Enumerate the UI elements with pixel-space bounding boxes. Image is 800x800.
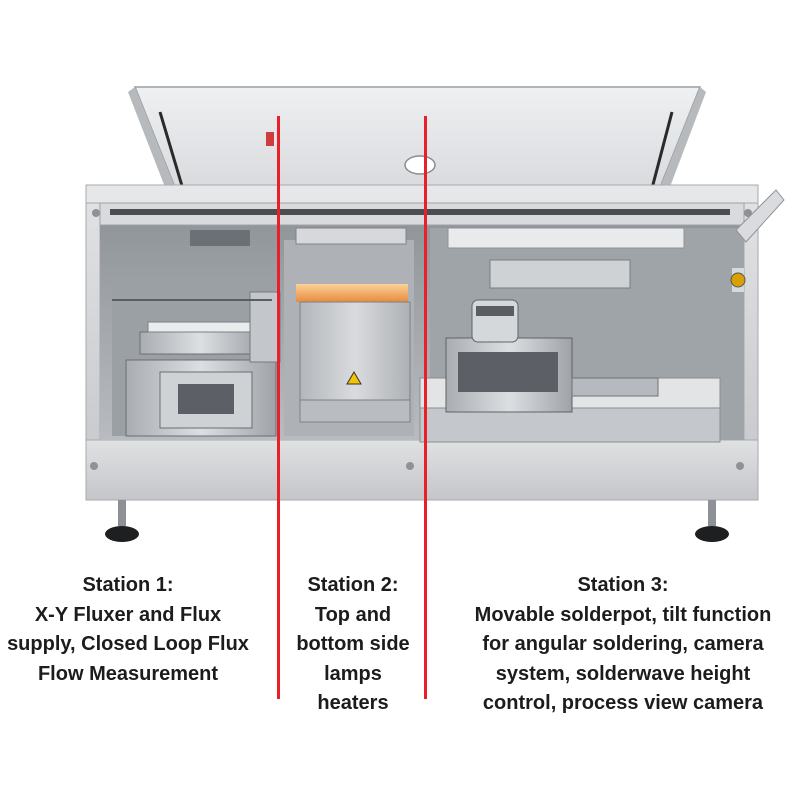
station-3-solderpot: [419, 189, 785, 443]
station-1-title: Station 1:: [82, 574, 174, 596]
station-3-line-3: system, solderwave height: [495, 662, 751, 685]
emergency-stop-button-icon: [730, 272, 746, 288]
station-divider-2: [424, 116, 427, 699]
station-2-caption: Station 2: Top and bottom side lamps hea…: [282, 571, 424, 719]
station-2-line-3: lamps: [324, 662, 382, 685]
station-1-line-2: supply, Closed Loop Flux: [7, 633, 249, 655]
station-2-line-1: Top and: [314, 603, 392, 626]
station-3-line-1: Movable solderpot, tilt function: [474, 603, 772, 626]
station-2-line-2: bottom side: [296, 633, 410, 655]
station-3-line-4: control, process view camera: [482, 692, 764, 714]
station-2-title: Station 2:: [307, 574, 399, 596]
open-lid: [128, 86, 706, 201]
station-1-fluxer: [112, 230, 281, 437]
station-divider-1: [277, 116, 280, 699]
machine-feet: [105, 500, 729, 542]
station-2-line-4: heaters: [317, 692, 389, 714]
station-3-title: Station 3:: [577, 574, 669, 596]
station-3-caption: Station 3: Movable solderpot, tilt funct…: [446, 571, 800, 719]
station-1-caption: Station 1: X-Y Fluxer and Flux supply, C…: [0, 571, 256, 689]
warning-triangle-icon: [346, 371, 362, 385]
station-1-line-3: Flow Measurement: [37, 662, 219, 685]
station-1-line-1: X-Y Fluxer and Flux: [34, 603, 222, 626]
station-2-heater: [284, 227, 414, 436]
station-3-line-2: for angular soldering, camera: [482, 633, 764, 655]
